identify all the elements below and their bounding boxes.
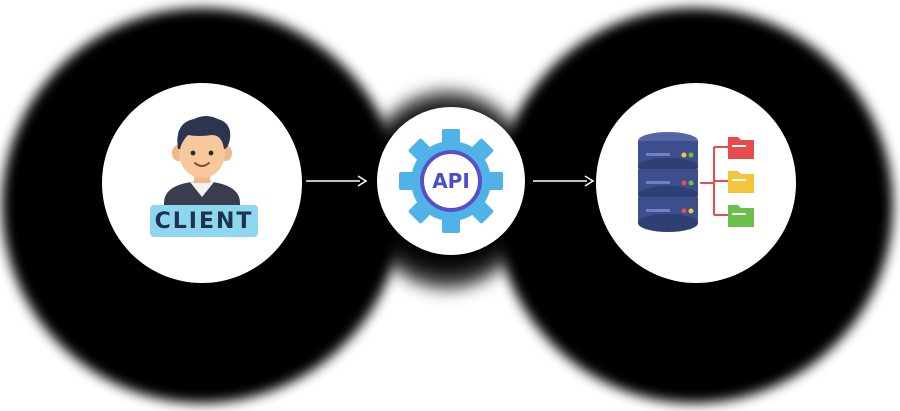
client-label-badge: CLIENT [150,205,258,237]
client-node [102,83,302,283]
person-icon [164,116,240,211]
arrow-api-to-database [533,175,595,187]
gear-icon [399,129,503,233]
api-label: API [432,169,470,193]
database-node [596,83,796,283]
client-label: CLIENT [154,208,254,234]
database-server-icon [638,132,754,232]
api-node: API [377,107,525,255]
arrow-client-to-api [306,175,368,187]
